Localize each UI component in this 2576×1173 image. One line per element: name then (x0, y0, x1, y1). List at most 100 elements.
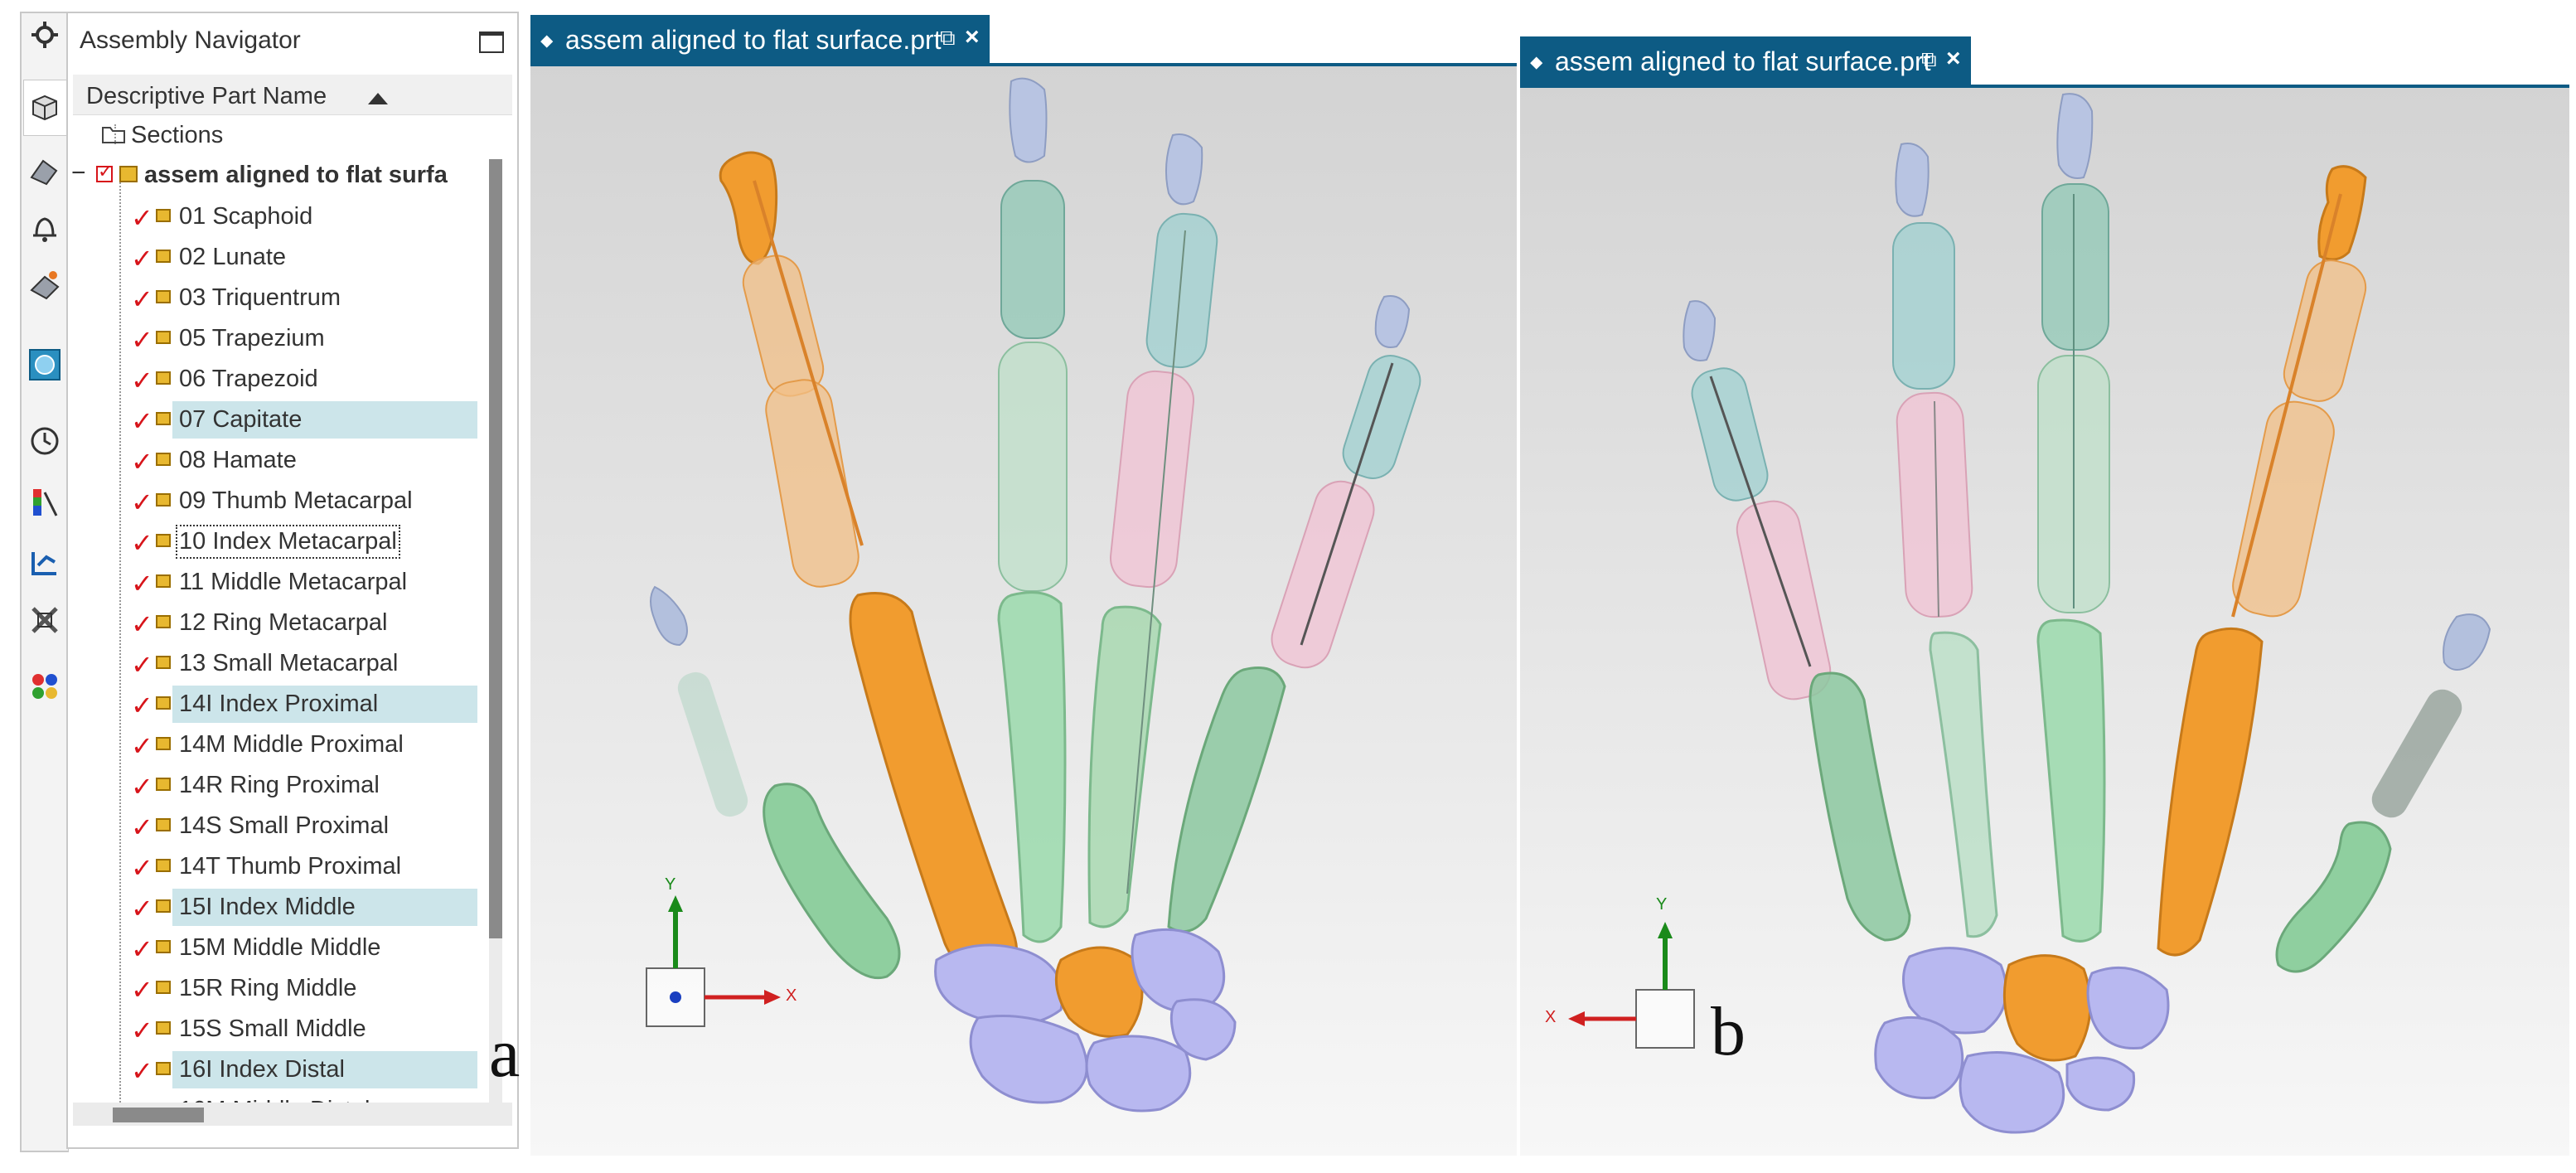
vertical-scrollbar[interactable] (489, 159, 502, 1104)
part-label: 15I Index Middle (179, 894, 356, 920)
pin-icon[interactable]: ⧉ (940, 25, 956, 50)
tree-node-root-assembly[interactable]: − ✓ assem aligned to flat surfa (68, 156, 479, 194)
settings-icon[interactable] (27, 17, 63, 53)
visibility-check-icon[interactable]: ✓ (131, 772, 153, 802)
process-studio-icon[interactable] (27, 602, 63, 638)
component-icon (156, 859, 171, 872)
coordinate-triad-b (1568, 922, 1695, 1049)
tree-node-part[interactable]: ✓02 Lunate (68, 238, 479, 276)
visibility-check-icon[interactable]: ✓ (131, 406, 153, 436)
tree-node-part[interactable]: ✓08 Hamate (68, 441, 479, 479)
assembly-navigator-panel: Assembly Navigator Descriptive Part Name… (66, 12, 519, 1149)
assembly-navigator-icon[interactable] (27, 90, 63, 126)
tree-node-part[interactable]: ✓15S Small Middle (68, 1010, 479, 1048)
tree-node-part[interactable]: ✓14T Thumb Proximal (68, 847, 479, 885)
visibility-check-icon[interactable]: ✓ (131, 894, 153, 923)
tree-node-part[interactable]: ✓14M Middle Proximal (68, 725, 479, 763)
tree-node-part[interactable]: ✓10 Index Metacarpal (68, 522, 479, 560)
close-icon[interactable]: × (965, 23, 980, 51)
tree-node-sections[interactable]: Sections (68, 116, 479, 154)
history-clock-icon[interactable] (27, 423, 63, 459)
part-tab-a[interactable]: ⬥ assem aligned to flat surface.prt ⧉ × (530, 15, 990, 63)
sort-ascending-icon[interactable] (368, 93, 388, 104)
part-label: 09 Thumb Metacarpal (179, 487, 413, 514)
column-header-part-name[interactable]: Descriptive Part Name (73, 75, 512, 115)
tree-node-part[interactable]: ✓06 Trapezoid (68, 360, 479, 398)
part-label: 14R Ring Proximal (179, 772, 380, 798)
visibility-check-icon[interactable]: ✓ (131, 487, 153, 517)
row-highlight (172, 401, 477, 439)
graphics-window-a[interactable]: Y X ⬥ assem aligned to flat surface.prt … (530, 15, 1517, 1156)
ring-finger-ray (1892, 143, 1998, 938)
component-icon (156, 493, 171, 507)
component-icon (156, 534, 171, 547)
graphics-window-b[interactable]: Y X ⬥ assem aligned to flat surface.prt … (1520, 36, 2569, 1156)
part-navigator-icon[interactable] (27, 267, 63, 303)
tree-node-part[interactable]: ✓11 Middle Metacarpal (68, 563, 479, 601)
tree-node-part[interactable]: ✓05 Trapezium (68, 319, 479, 357)
part-label: 07 Capitate (179, 406, 303, 433)
web-browser-icon[interactable] (27, 347, 63, 383)
visibility-check-icon[interactable]: ✓ (131, 569, 153, 599)
analysis-icon[interactable] (27, 484, 63, 521)
part-label: 01 Scaphoid (179, 203, 313, 230)
part-label: 15M Middle Middle (179, 934, 381, 961)
visibility-check-icon[interactable]: ✓ (131, 853, 153, 883)
scrollbar-thumb[interactable] (113, 1108, 204, 1122)
visibility-check-icon[interactable]: ✓ (131, 934, 153, 964)
visibility-check-icon[interactable]: ✓ (131, 691, 153, 720)
tree-node-part[interactable]: ✓ 14R Ring Proximal (68, 766, 479, 804)
visibility-check-icon[interactable]: ✓ (131, 244, 153, 274)
part-tab-b[interactable]: ⬥ assem aligned to flat surface.prt ⧉ × (1520, 36, 1971, 85)
visibility-check-icon[interactable]: ✓ (131, 447, 153, 477)
visibility-check-icon[interactable]: ✓ (131, 1015, 153, 1045)
tree-node-part[interactable]: ✓ 15M Middle Middle (68, 928, 479, 967)
tree-node-part[interactable]: ✓ 01 Scaphoid (68, 197, 479, 235)
component-icon (156, 940, 171, 953)
tree-node-part[interactable]: ✓13 Small Metacarpal (68, 644, 479, 682)
visibility-check-icon[interactable]: ✓ (131, 284, 153, 314)
middle-finger-ray (997, 77, 1068, 943)
visibility-check-icon[interactable]: ✓ (131, 325, 153, 355)
component-icon (156, 899, 171, 913)
visibility-check-icon[interactable]: ✓ (131, 650, 153, 680)
tree-node-part[interactable]: ✓14I Index Proximal (68, 685, 479, 723)
visibility-check-icon[interactable]: ✓ (131, 1096, 153, 1103)
tree-node-part[interactable]: ✓16M Middle Distal (68, 1091, 479, 1103)
notification-bell-icon[interactable] (27, 209, 63, 245)
scrollbar-thumb[interactable] (489, 159, 502, 938)
visibility-check-icon[interactable]: ✓ (131, 812, 153, 842)
horizontal-scrollbar[interactable] (73, 1103, 512, 1126)
folder-icon (102, 127, 125, 143)
row-highlight (172, 1051, 477, 1088)
maximize-panel-icon[interactable] (479, 32, 504, 53)
close-icon[interactable]: × (1946, 45, 1961, 72)
visibility-check-icon[interactable]: ✓ (131, 1056, 153, 1086)
tree-node-part[interactable]: ✓15R Ring Middle (68, 969, 479, 1007)
tree-node-part[interactable]: ✓03 Triquentrum (68, 279, 479, 317)
tree-node-part[interactable]: ✓16I Index Distal (68, 1050, 479, 1088)
visibility-check-icon[interactable]: ✓ (131, 366, 153, 395)
reuse-library-icon[interactable] (27, 544, 63, 580)
tree-node-part[interactable]: ✓ 09 Thumb Metacarpal (68, 482, 479, 520)
visibility-check-icon[interactable]: ✓ (131, 975, 153, 1005)
tree-node-part[interactable]: ✓ 15I Index Middle (68, 888, 479, 926)
visibility-checkbox[interactable]: ✓ (96, 161, 114, 182)
tree-guide-line (114, 124, 116, 144)
visibility-check-icon[interactable]: ✓ (131, 528, 153, 558)
component-icon (156, 818, 171, 831)
tree-node-part[interactable]: ✓12 Ring Metacarpal (68, 603, 479, 642)
visibility-check-icon[interactable]: ✓ (131, 203, 153, 233)
tree-node-part[interactable]: ✓14S Small Proximal (68, 807, 479, 845)
visibility-check-icon[interactable]: ✓ (131, 731, 153, 761)
tree-node-part[interactable]: ✓ 07 Capitate (68, 400, 479, 439)
collapse-toggle-icon[interactable]: − (71, 159, 86, 187)
visibility-check-icon[interactable]: ✓ (131, 609, 153, 639)
triad-y-label: Y (1656, 895, 1668, 914)
constraint-navigator-icon[interactable] (27, 153, 63, 189)
pin-icon[interactable]: ⧉ (1921, 46, 1937, 71)
figure-label-a: a (489, 1015, 521, 1092)
tree-guide-line (119, 166, 121, 1103)
tab-title: assem aligned to flat surface.prt (565, 25, 942, 55)
roles-icon[interactable] (27, 668, 63, 705)
